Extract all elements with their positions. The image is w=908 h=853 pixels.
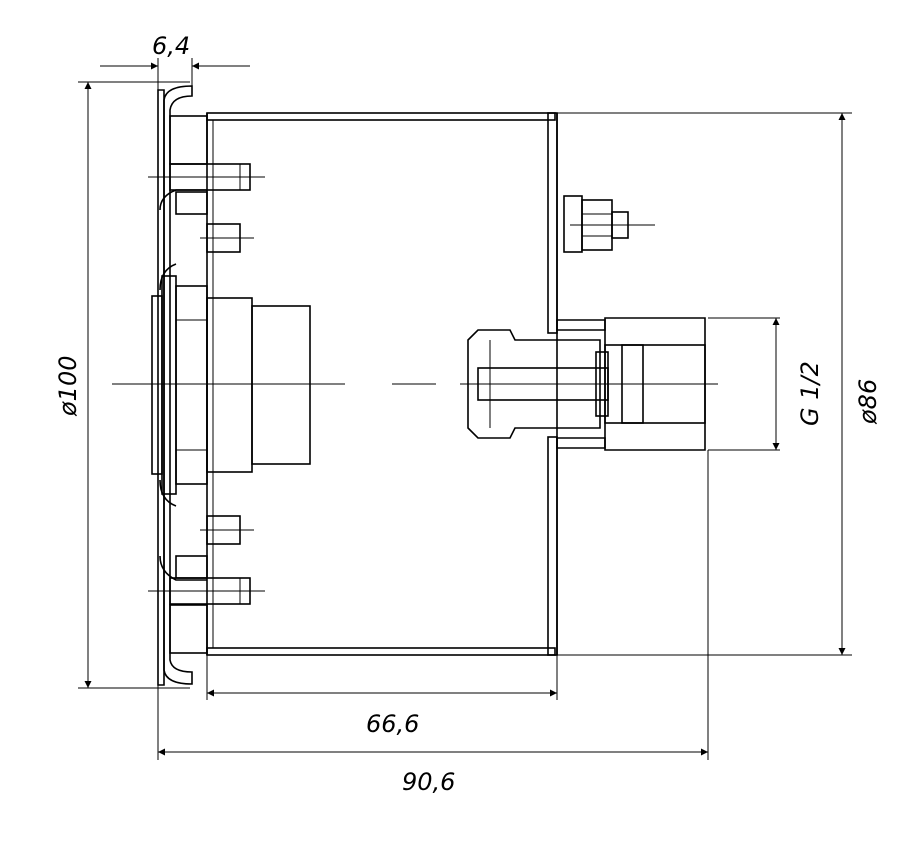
dimension-outer-diameter: ø100 bbox=[54, 81, 190, 689]
dimension-overall-length: 90,6 bbox=[157, 450, 709, 796]
flange-bolt-bottom bbox=[148, 577, 265, 605]
dimension-body-length: 66,6 bbox=[206, 655, 558, 738]
dimension-label-90-6: 90,6 bbox=[402, 768, 455, 796]
dimension-label-66-6: 66,6 bbox=[366, 710, 419, 738]
flange-bolt-top bbox=[148, 163, 265, 191]
screw-lower bbox=[200, 515, 254, 545]
flange-assembly bbox=[157, 85, 214, 686]
screw-upper bbox=[200, 223, 254, 253]
dimension-body-diameter: ø86 bbox=[557, 112, 882, 656]
dimension-label-d100: ø100 bbox=[54, 356, 82, 418]
dimension-thread: G 1/2 bbox=[772, 318, 824, 450]
dimension-label-d86: ø86 bbox=[854, 379, 882, 425]
dimension-label-g-1-2: G 1/2 bbox=[796, 361, 824, 426]
dimension-label-6-4: 6,4 bbox=[152, 32, 190, 60]
dimension-flange-thickness: 6,4 bbox=[100, 32, 250, 90]
end-wall-bolt bbox=[563, 195, 655, 253]
central-hub bbox=[151, 275, 311, 495]
